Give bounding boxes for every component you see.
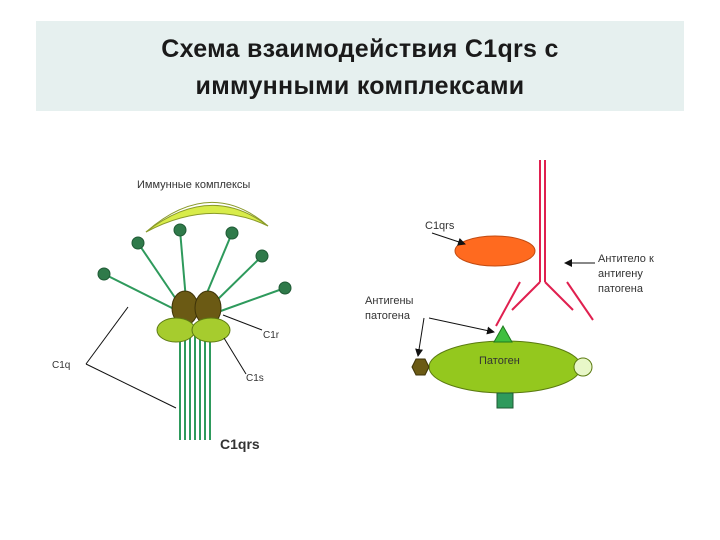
antibody-label-line2: антигену — [598, 268, 643, 280]
left-leader-lines — [85, 306, 263, 409]
c1qrs-label-right: С1qrs — [425, 220, 455, 232]
pathogen-body — [428, 340, 582, 394]
antigens-label-line1: Антигены — [365, 295, 414, 307]
antigen-triangle — [493, 324, 513, 343]
antibody — [495, 160, 594, 327]
c1q-arms — [103, 229, 286, 313]
c1qrs-ellipse — [454, 235, 536, 267]
c1r-label: С1r — [263, 330, 280, 341]
antigen-circle — [573, 357, 593, 377]
c1q-label: С1q — [52, 360, 70, 371]
immune-complexes-label: Иммунные комплексы — [137, 179, 250, 191]
title-banner: Схема взаимодействия С1qrs с иммунными к… — [36, 21, 684, 111]
title-line-1: Схема взаимодействия С1qrs с — [161, 35, 559, 63]
c1q-molecule: Иммунные комплексы С1r С1q С1s С1qrs — [52, 179, 292, 452]
c1qrs-label-left: С1qrs — [220, 436, 260, 452]
c1r-subunits — [171, 290, 222, 326]
antigens-label-line2: патогена — [365, 310, 411, 322]
right-arrows — [415, 232, 595, 357]
title-line-2: иммунными комплексами — [195, 72, 525, 100]
c1q-globular-heads — [97, 223, 292, 295]
c1s-subunits — [156, 317, 231, 343]
pathogen-complex: С1qrs Антитело к антигену патогена Антиг… — [365, 160, 654, 409]
antigen-hexagon — [411, 358, 430, 376]
pathogen-label: Патоген — [479, 355, 520, 367]
antibody-label-line3: патогена — [598, 283, 644, 295]
c1s-label: С1s — [246, 373, 264, 384]
immune-complex-crescent — [145, 205, 269, 233]
c1q-stalk-bundle — [179, 335, 211, 440]
antibody-label-line1: Антитело к — [598, 253, 654, 265]
antigen-square — [496, 392, 514, 409]
